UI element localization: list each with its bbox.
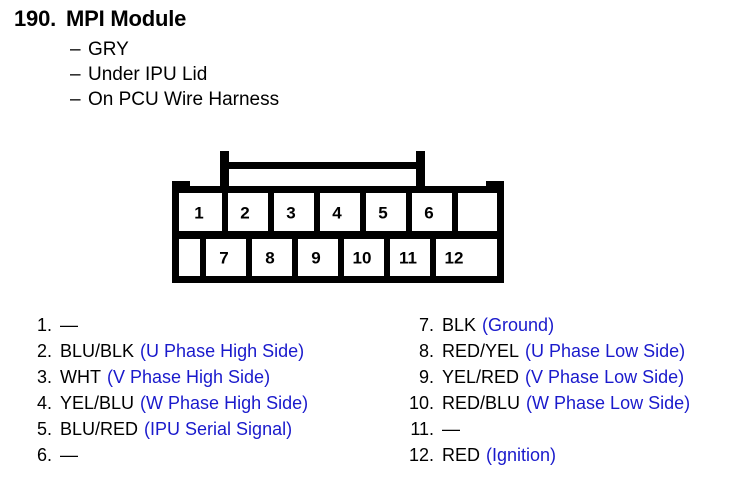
pin-label-11: 11 [399,249,417,268]
legend-pin-number: 8. [418,341,434,361]
legend-row-10: 10. RED/BLU (W Phase Low Side) [400,390,690,416]
legend-function: (W Phase Low Side) [526,393,691,413]
pin-label-5: 5 [378,204,387,223]
legend-row-7: 7. BLK (Ground) [400,312,690,338]
legend-pin-number: 3. [36,367,52,387]
legend-row-2: 2. BLU/BLK (U Phase High Side) [18,338,308,364]
connector-diagram: 1 2 3 4 5 6 7 8 9 10 11 12 [168,145,508,290]
connector-bottom-row-dividers [200,237,436,279]
legend-pin-number: 12. [408,445,434,465]
list-item: – GRY [70,37,514,62]
legend-wire-color: YEL/RED [442,367,520,387]
header-block: 190. MPI Module – GRY – Under IPU Lid – … [14,6,514,112]
legend-function: (V Phase High Side) [106,367,271,387]
legend-pin-number: 11. [410,419,434,439]
legend-row-1: 1. — [18,312,308,338]
legend-pin-number: 9. [418,367,434,387]
legend-pin-number: 5. [36,419,52,439]
list-item-label: Under IPU Lid [88,64,208,85]
pin-legend-left-column: 1. — 2. BLU/BLK (U Phase High Side) 3. W… [18,312,308,468]
legend-wire-color: BLU/RED [60,419,139,439]
pin-legend: 1. — 2. BLU/BLK (U Phase High Side) 3. W… [0,312,734,494]
list-item: – On PCU Wire Harness [70,87,514,112]
bullet-dash-icon: – [70,39,81,60]
legend-function: (W Phase High Side) [140,393,309,413]
pin-label-1: 1 [194,204,203,223]
pin-label-10: 10 [353,249,372,268]
legend-pin-number: 1. [36,315,52,335]
pin-label-3: 3 [286,204,295,223]
legend-pin-number: 4. [36,393,52,413]
bullet-dash-icon: – [70,89,81,110]
item-number: 190. [14,6,57,31]
legend-function: (Ground) [482,315,555,335]
legend-row-5: 5. BLU/RED (IPU Serial Signal) [18,416,308,442]
legend-function: (U Phase High Side) [140,341,305,361]
legend-wire-color: BLK [442,315,477,335]
legend-wire-color: RED [442,445,481,465]
legend-wire-color: — [442,419,460,439]
pin-label-6: 6 [424,204,433,223]
legend-function: (U Phase Low Side) [525,341,686,361]
legend-wire-color: — [60,315,78,335]
pin-label-9: 9 [311,249,320,268]
legend-wire-color: RED/YEL [442,341,520,361]
legend-row-12: 12. RED (Ignition) [400,442,690,468]
legend-function: (Ignition) [486,445,557,465]
legend-function: (IPU Serial Signal) [144,419,293,439]
legend-row-9: 9. YEL/RED (V Phase Low Side) [400,364,690,390]
connector-top-row-dividers [222,191,458,233]
pin-label-12: 12 [445,249,464,268]
item-title: MPI Module [66,6,187,31]
legend-row-8: 8. RED/YEL (U Phase Low Side) [400,338,690,364]
legend-pin-number: 10. [408,393,434,413]
legend-row-4: 4. YEL/BLU (W Phase High Side) [18,390,308,416]
list-item-label: On PCU Wire Harness [88,89,280,110]
detail-bullet-list: – GRY – Under IPU Lid – On PCU Wire Harn… [14,37,514,112]
bullet-dash-icon: – [70,64,81,85]
legend-pin-number: 2. [36,341,52,361]
pin-label-4: 4 [332,204,342,223]
legend-pin-number: 7. [418,315,434,335]
list-item: – Under IPU Lid [70,62,514,87]
pin-label-2: 2 [240,204,249,223]
legend-row-11: 11. — [400,416,690,442]
legend-wire-color: BLU/BLK [60,341,135,361]
legend-function: (V Phase Low Side) [525,367,685,387]
legend-wire-color: YEL/BLU [60,393,135,413]
legend-wire-color: WHT [60,367,101,387]
legend-row-6: 6. — [18,442,308,468]
legend-row-3: 3. WHT (V Phase High Side) [18,364,308,390]
legend-pin-number: 6. [36,445,52,465]
pin-label-8: 8 [265,249,274,268]
pin-legend-right-column: 7. BLK (Ground) 8. RED/YEL (U Phase Low … [400,312,690,468]
connector-shell [172,181,504,283]
pin-label-7: 7 [219,249,228,268]
page-title: 190. MPI Module [14,6,514,32]
legend-wire-color: RED/BLU [442,393,521,413]
list-item-label: GRY [88,39,129,60]
legend-wire-color: — [60,445,78,465]
